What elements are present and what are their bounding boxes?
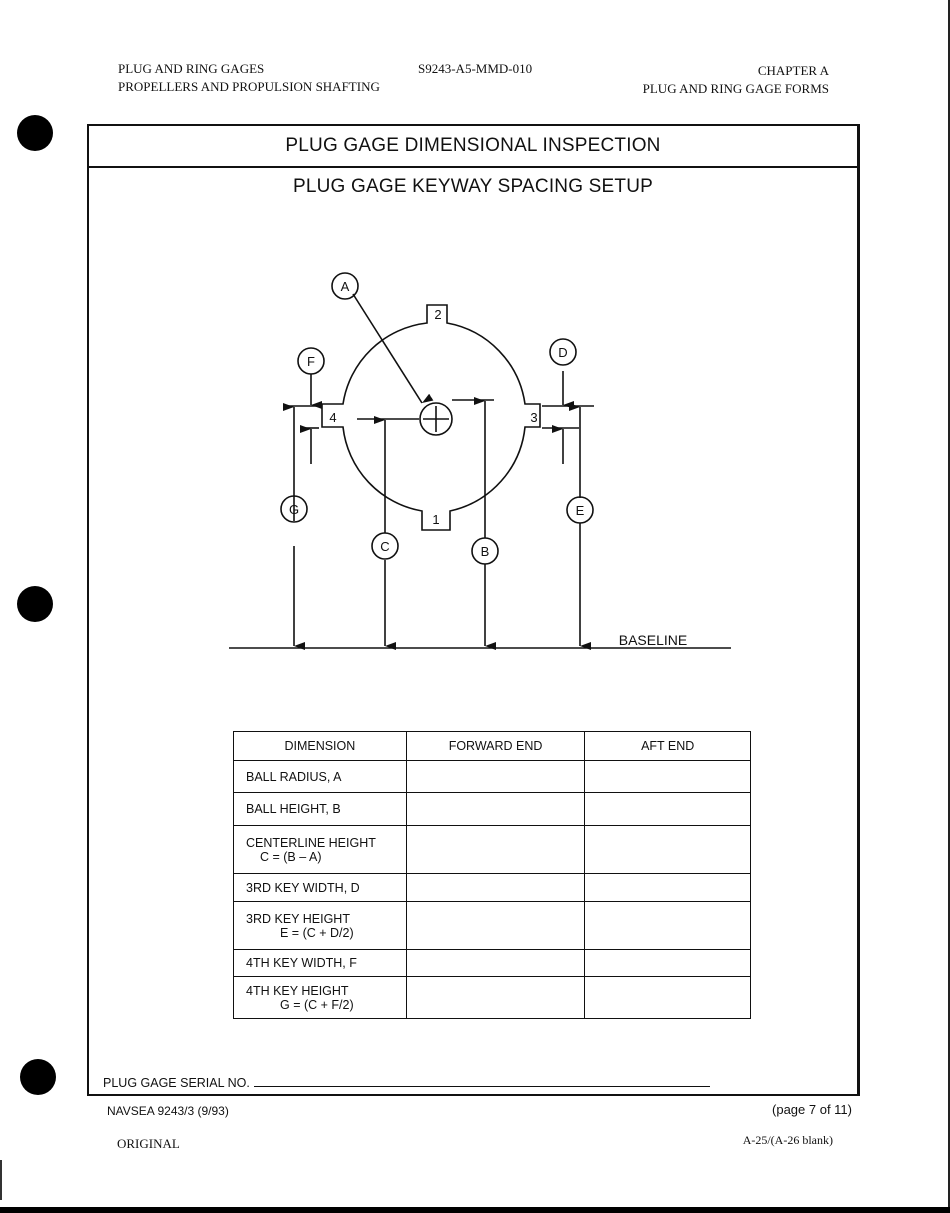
key-label-1: 1 <box>432 512 439 527</box>
callout-d: D <box>558 345 567 360</box>
forward-end-cell[interactable] <box>405 949 586 977</box>
dimension-name: CENTERLINE HEIGHT <box>246 835 376 850</box>
aft-end-cell[interactable] <box>584 760 751 793</box>
dimension-name: 3RD KEY HEIGHT <box>246 911 350 926</box>
callout-a: A <box>341 279 350 294</box>
dimension-label: 4TH KEY WIDTH, F <box>233 949 407 977</box>
form-number: NAVSEA 9243/3 (9/93) <box>107 1104 229 1118</box>
manual-title: PLUG AND RING GAGES <box>118 61 265 76</box>
aft-end-cell[interactable] <box>584 901 751 950</box>
page-header-left: PLUG AND RING GAGES PROPELLERS AND PROPU… <box>118 60 380 96</box>
chapter-label: CHAPTER A <box>757 63 829 78</box>
table-row: 4TH KEY WIDTH, F <box>233 949 751 977</box>
key-label-4: 4 <box>329 410 336 425</box>
form-frame: PLUG GAGE DIMENSIONAL INSPECTION PLUG GA… <box>87 124 860 1096</box>
aft-end-cell[interactable] <box>584 949 751 977</box>
table-header-row: DIMENSION FORWARD END AFT END <box>233 731 751 761</box>
dimension-name: BALL HEIGHT, B <box>246 802 341 816</box>
serial-number-label: PLUG GAGE SERIAL NO. <box>103 1076 250 1090</box>
dimension-table: DIMENSION FORWARD END AFT END BALL RADIU… <box>233 731 751 1019</box>
column-header-forward-end: FORWARD END <box>405 731 586 761</box>
forward-end-cell[interactable] <box>405 976 586 1019</box>
dimension-formula: C = (B – A) <box>260 849 322 864</box>
forward-end-cell[interactable] <box>405 760 586 793</box>
document-number: S9243-A5-MMD-010 <box>418 61 533 76</box>
callout-c: C <box>380 539 389 554</box>
forward-end-cell[interactable] <box>405 825 586 874</box>
dimension-label: BALL HEIGHT, B <box>233 792 407 826</box>
form-subtitle: PLUG GAGE KEYWAY SPACING SETUP <box>292 176 654 197</box>
scan-left-edge-mark <box>0 1160 2 1200</box>
dimension-label: 3RD KEY WIDTH, D <box>233 873 407 902</box>
forward-end-cell[interactable] <box>405 873 586 902</box>
gage-outline <box>321 304 541 531</box>
callout-g: G <box>289 502 299 517</box>
punch-hole-bottom <box>20 1059 56 1095</box>
dimension-name: 4TH KEY HEIGHT <box>246 983 349 998</box>
table-row: BALL RADIUS, A <box>233 760 751 793</box>
chapter-title: PLUG AND RING GAGE FORMS <box>642 81 829 96</box>
callout-f: F <box>307 354 315 369</box>
ball-icon <box>419 402 453 436</box>
page-count: (page 7 of 11) <box>772 1102 852 1117</box>
dimension-name: 4TH KEY WIDTH, F <box>246 956 357 970</box>
punch-hole-top <box>17 115 53 151</box>
baseline-label: BASELINE <box>619 632 687 648</box>
dimension-formula: E = (C + D/2) <box>280 925 354 940</box>
column-header-aft-end: AFT END <box>584 731 751 761</box>
aft-end-cell[interactable] <box>584 976 751 1019</box>
serial-number-field[interactable] <box>253 1076 710 1087</box>
page-header-right: CHAPTER A PLUG AND RING GAGE FORMS <box>643 62 829 98</box>
aft-end-cell[interactable] <box>584 873 751 902</box>
manual-subtitle: PROPELLERS AND PROPULSION SHAFTING <box>118 79 380 94</box>
key-label-3: 3 <box>530 410 537 425</box>
keyway-spacing-diagram: A F D G C B E 1 2 3 4 BASELINE <box>229 272 731 650</box>
table-row: BALL HEIGHT, B <box>233 792 751 826</box>
callout-b: B <box>481 544 490 559</box>
form-title: PLUG GAGE DIMENSIONAL INSPECTION <box>89 126 857 168</box>
column-header-dimension: DIMENSION <box>233 731 407 761</box>
dimension-name: 3RD KEY WIDTH, D <box>246 880 360 895</box>
scan-bottom-edge <box>0 1207 950 1213</box>
forward-end-cell[interactable] <box>405 792 586 826</box>
page-footer-left: ORIGINAL <box>117 1136 180 1151</box>
page-footer-right: A-25/(A-26 blank) <box>742 1133 833 1147</box>
serial-number-row: PLUG GAGE SERIAL NO. <box>103 1076 710 1090</box>
dimension-name: BALL RADIUS, A <box>246 769 342 784</box>
punch-hole-middle <box>17 586 53 622</box>
forward-end-cell[interactable] <box>405 901 586 950</box>
scan-right-edge <box>948 0 950 1213</box>
aft-end-cell[interactable] <box>584 792 751 826</box>
key-label-2: 2 <box>434 307 441 322</box>
dimension-formula: G = (C + F/2) <box>280 997 354 1012</box>
table-row: 3RD KEY WIDTH, D <box>233 873 751 902</box>
dimension-label: BALL RADIUS, A <box>233 760 407 793</box>
callout-e: E <box>576 503 585 518</box>
aft-end-cell[interactable] <box>584 825 751 874</box>
